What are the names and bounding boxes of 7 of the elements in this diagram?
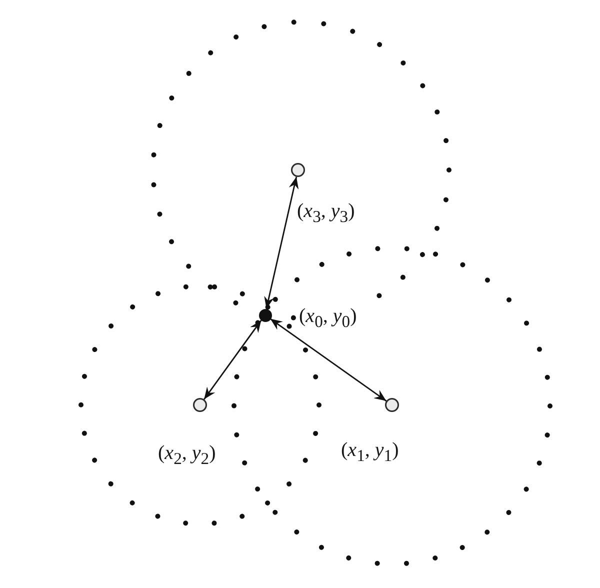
- target-point: [258, 308, 272, 322]
- double-arrow: [264, 176, 299, 309]
- anchor-circle: [291, 163, 305, 177]
- anchor-circle: [193, 398, 207, 412]
- anchor-circle: [385, 398, 399, 412]
- double-arrow: [270, 318, 387, 402]
- double-arrow: [204, 320, 262, 400]
